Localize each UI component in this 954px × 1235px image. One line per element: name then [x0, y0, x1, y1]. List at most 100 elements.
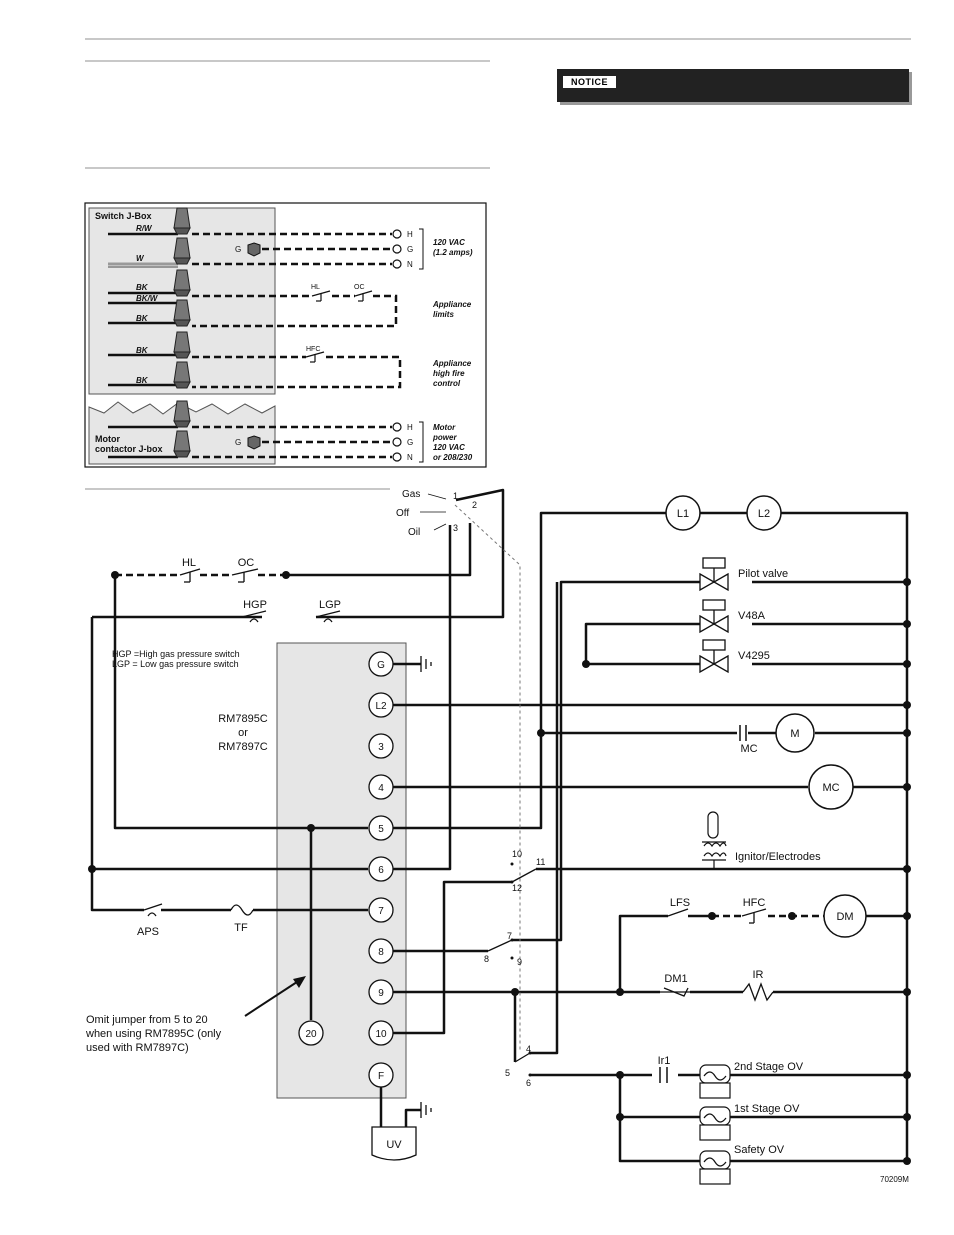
wire-nut-icon [173, 269, 191, 297]
jumper-note-3: used with RM7897C) [86, 1042, 189, 1054]
wire-nut-icon [173, 400, 191, 428]
terminal-n: N [407, 260, 413, 269]
selector-3: 3 [453, 523, 458, 533]
oc-label: OC [238, 557, 255, 569]
selector-1: 1 [453, 491, 458, 501]
wire-nut-icon [173, 331, 191, 359]
aps-label: APS [137, 926, 159, 938]
ground-label: G [235, 245, 241, 254]
relay-11: 11 [536, 857, 545, 867]
terminal-9: 9 [378, 988, 384, 999]
ignitor-label: Ignitor/Electrodes [735, 851, 821, 863]
jumper-note-1: Omit jumper from 5 to 20 [86, 1014, 208, 1026]
wire-label-bkw: BK/W [136, 294, 159, 303]
terminal-6: 6 [378, 865, 384, 876]
wire-label-bk-4: BK [136, 376, 149, 385]
terminal-icon [392, 244, 402, 254]
uv-sensor [371, 1126, 417, 1161]
side-hfc-2: high fire [433, 369, 465, 378]
wire-label-bk-2: BK [136, 314, 149, 323]
wire-nut-icon [173, 430, 191, 458]
terminal-icon [392, 229, 402, 239]
control-name-2: or [238, 727, 248, 739]
hfc-label: HFC [743, 897, 766, 909]
v4295-label: V4295 [738, 650, 770, 662]
relay-5: 5 [505, 1068, 510, 1078]
terminal-icon [392, 452, 402, 462]
jbox-hfc-label: HFC [306, 346, 320, 353]
ground-screw-icon [247, 242, 261, 257]
ground-label-motor: G [235, 438, 241, 447]
side-hfc-3: control [433, 379, 461, 388]
terminal-f: F [378, 1071, 384, 1082]
control-name-3: RM7897C [218, 741, 268, 753]
terminal-7: 7 [378, 906, 384, 917]
section-rule-top [85, 60, 490, 62]
jumper-note-2: when using RM7895C (only [85, 1028, 222, 1040]
l2-label: L2 [758, 508, 770, 520]
notice-box: NOTICE [557, 69, 909, 102]
side-limits-2: limits [433, 310, 454, 319]
note-lgp: LGP = Low gas pressure switch [112, 659, 239, 669]
terminal-8: 8 [378, 947, 384, 958]
ignitor-icon [702, 811, 727, 869]
selector-gas: Gas [402, 489, 420, 500]
ground-screw-icon [247, 435, 261, 450]
v48a-label: V48A [738, 610, 766, 622]
jbox-hl-label: HL [311, 284, 320, 291]
terminal-l2: L2 [375, 701, 387, 712]
side-motor-4: or 208/230 [433, 453, 473, 462]
wire-nut-icon [173, 207, 191, 235]
terminal-h-motor: H [407, 423, 413, 432]
terminal-icon [392, 422, 402, 432]
terminal-3: 3 [378, 742, 384, 753]
jbox-oc-label: OC [354, 284, 365, 291]
relay-10: 10 [512, 849, 522, 859]
notice-label: NOTICE [563, 76, 617, 88]
wire-label-w: W [136, 254, 145, 263]
motor-jbox-title-1: Motor [95, 434, 120, 444]
terminal-g-motor: G [407, 438, 413, 447]
dm-label: DM [836, 911, 853, 923]
selector-2: 2 [472, 500, 477, 510]
ladder-diagram: HGP =High gas pressure switch LGP = Low … [85, 488, 911, 1185]
selector-oil: Oil [408, 527, 420, 538]
stage2-label: 2nd Stage OV [734, 1061, 804, 1073]
side-motor-2: power [432, 433, 457, 442]
mc-coil-circle [808, 764, 854, 810]
side-power-2: (1.2 amps) [433, 248, 473, 257]
arrow-line [244, 979, 301, 1017]
note-hgp: HGP =High gas pressure switch [112, 649, 240, 659]
relay-9: 9 [517, 957, 522, 967]
side-power-1: 120 VAC [433, 238, 465, 247]
control-name-1: RM7895C [218, 713, 268, 725]
relay-7: 7 [507, 931, 512, 941]
dm-circle [823, 894, 867, 938]
junction-box-diagram: Switch J-Box Motor contactor J-box R/W W… [84, 202, 487, 468]
side-limits-1: Appliance [432, 300, 472, 309]
header-rule [85, 38, 911, 40]
l1-label: L1 [677, 508, 689, 520]
uv-label: UV [386, 1139, 402, 1151]
ir-label: IR [753, 969, 764, 981]
motor-circle [775, 713, 815, 753]
side-motor-1: Motor [433, 423, 456, 432]
oil-valve-icon [699, 1064, 731, 1185]
hl-label: HL [182, 557, 196, 569]
terminal-g: G [377, 660, 385, 671]
figure-id: 70209M [880, 1175, 909, 1184]
relay-8: 8 [484, 954, 489, 964]
terminal-h: H [407, 230, 413, 239]
terminal-icon [392, 259, 402, 269]
safety-label: Safety OV [734, 1144, 785, 1156]
motor-label: M [790, 728, 799, 740]
side-hfc-1: Appliance [432, 359, 472, 368]
relay-6: 6 [526, 1078, 531, 1088]
mechanical-linkage [454, 504, 521, 1050]
valve-icon [699, 557, 729, 674]
switch-jbox-title: Switch J-Box [95, 211, 152, 221]
wire-label-bk-3: BK [136, 346, 149, 355]
terminal-n-motor: N [407, 453, 413, 462]
lfs-label: LFS [670, 897, 690, 909]
